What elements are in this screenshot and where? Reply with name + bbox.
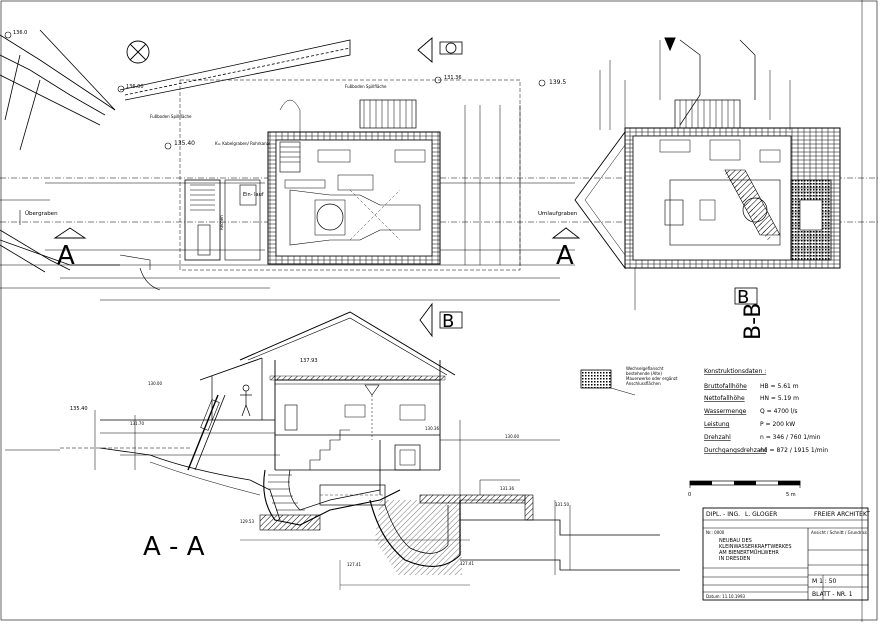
construction-label: Leistung [704,421,730,428]
elevation-label: 130.00 [505,434,519,439]
section-aa-title: A - A [143,532,205,562]
firm-name: L. GLOGER [745,511,777,518]
title-block-text: DIPL. - ING. L. GLOGER FREIER ARCHITEKT … [706,511,870,599]
sheet-label: BLATT - NR. 1 [812,591,853,598]
elevation-label: 129.53 [240,519,254,524]
elevation-label: 136.00 [126,84,144,90]
plan-right [574,37,841,310]
scale-end: 5 m [786,492,796,498]
elevation-label: 135.40 [174,140,195,147]
elevation-label: 131.36 [444,75,462,81]
label-kabelgraben: K= Kabelgraben/ Rohrkanal [215,141,270,146]
section-b-letter: B [442,311,454,332]
scale-start: 0 [688,492,691,498]
label-fussboden-2: Fußboden Spillfläche [345,84,387,89]
plan-view [0,79,880,301]
label-rechen: Rechen [219,215,224,230]
section-aa [5,311,680,590]
elevation-label: 135.40 [70,406,88,412]
elevation-markers-top: 136.0 136.00 135.40 131.36 139.5 [4,30,566,150]
section-a-marker-right: A [551,227,581,271]
construction-data: Konstruktionsdaten : Bruttofallhöhe HB =… [704,368,828,454]
label-uebergraben: Übergraben [25,210,58,217]
elevation-label: 137.93 [300,358,318,364]
section-marker-top-a [417,37,463,63]
elevation-label: 139.5 [549,79,566,86]
section-a-marker-left: A [53,227,87,271]
elevation-label: 131.36 [500,486,514,491]
section-a-letter: A [556,241,574,271]
elevation-label: 130.36 [425,426,439,431]
scale-bar: 0 5 m [688,480,801,498]
construction-value: nd = 872 / 1915 1/min [760,447,828,454]
project-line: IN DRESDEN [719,556,750,562]
section-b-letter: B [737,287,749,308]
construction-value: Q = 4700 l/s [760,408,798,415]
title-note: Ansicht / Schnitt / Grundriss [811,530,867,535]
legend-text: Wechselgeflanscht bestehende (Alte) Maue… [626,366,678,386]
section-aa-elevations: 137.93 135.40 131.70 130.00 131.36 130.3… [70,358,569,567]
construction-value: HB = 5.61 m [760,383,799,390]
legend-swatch [580,369,612,389]
construction-label: Wassermenge [704,408,747,415]
section-bb-title: B-B [741,303,766,340]
construction-label: Drehzahl [704,434,731,441]
upper-left-canal [0,29,351,273]
elevation-label: 131.70 [130,421,144,426]
elevation-label: 127.41 [347,562,361,567]
construction-label: Bruttofallhöhe [704,383,747,390]
title-block [702,507,869,601]
drawing-date: Datum: 11.10.1993 [706,594,746,599]
construction-value: P = 200 kW [760,421,795,428]
north-arrow [126,40,150,64]
project-label: Nr.: 0000 [706,530,725,535]
construction-value: HN = 5.19 m [760,395,799,402]
project-line: NEUBAU DES [719,538,752,544]
scale-label: M 1 : 50 [812,578,837,585]
firm-right: FREIER ARCHITEKT [814,511,870,518]
firm-left: DIPL. - ING. [706,511,740,518]
legend: Wechselgeflanscht bestehende (Alte) Maue… [580,366,678,396]
construction-value: n = 346 / 760 1/min [760,434,821,441]
elevation-label: 127.41 [460,561,474,566]
construction-heading: Konstruktionsdaten : [704,368,766,375]
construction-label: Durchgangsdrehzahl [704,447,766,454]
label-einlauf: Ein- lauf [243,192,264,198]
label-umlaufgraben: Umlaufgraben [538,211,578,217]
elevation-label: 136.0 [13,30,27,36]
project-line: AM BIENERTMÜHLWEHR [719,549,779,556]
section-b-markers: B B B-B [419,287,766,340]
elevation-label: 130.00 [148,381,162,386]
plan-texts: Übergraben Umlaufgraben Fußboden Spillfl… [25,84,578,230]
section-a-letter: A [57,241,75,271]
label-fussboden: Fußboden Spillfläche [150,114,192,119]
elevation-label: 131.50 [555,502,569,507]
project-line: KLEINWASSERKRAFTWERKES [719,544,792,550]
construction-label: Nettofallhöhe [704,395,745,402]
